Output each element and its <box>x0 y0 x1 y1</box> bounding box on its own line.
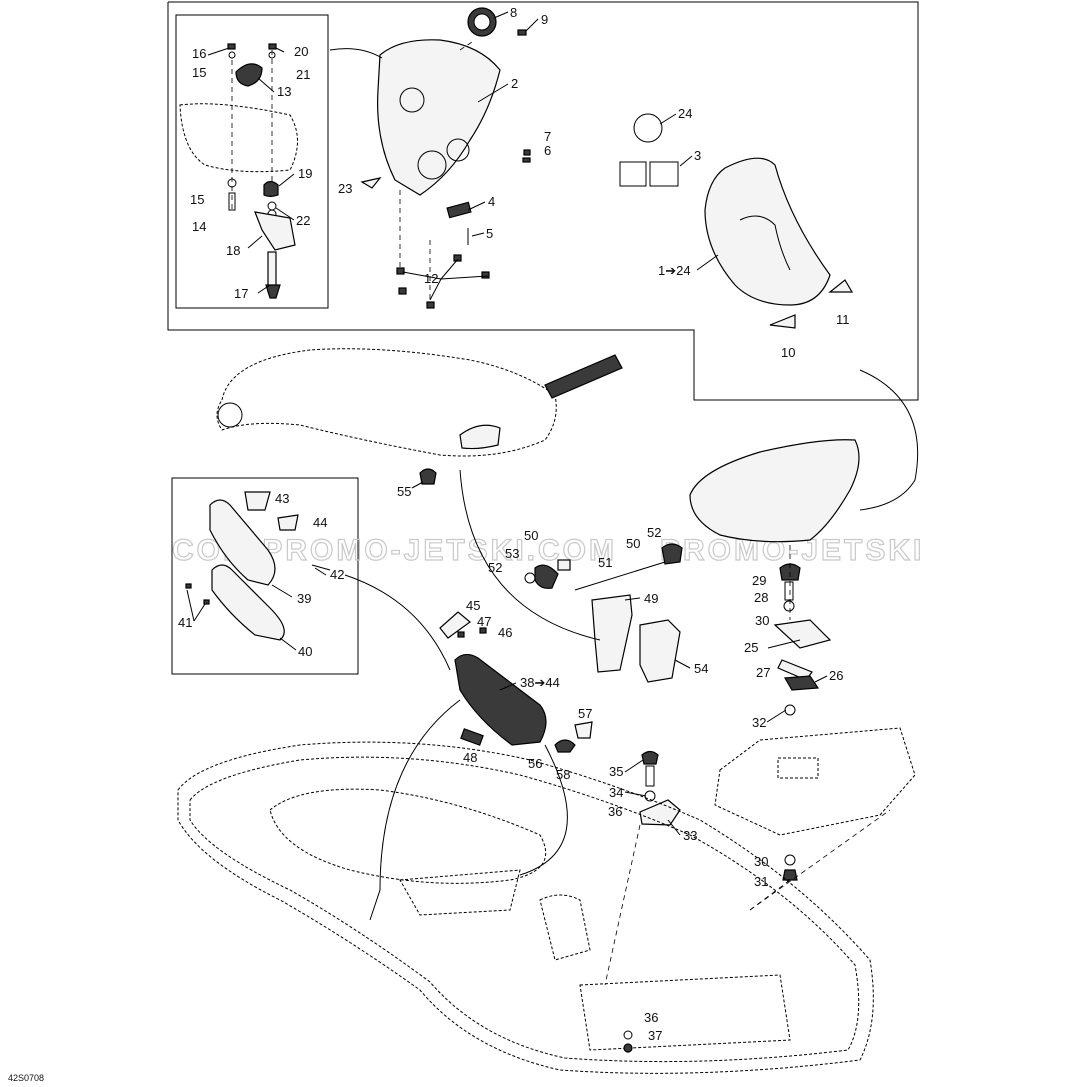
handlebar-assembly <box>216 348 623 485</box>
callout-50-left: 50 <box>524 528 538 543</box>
callout-34: 34 <box>609 785 623 800</box>
callout-24: 24 <box>678 106 692 121</box>
callout-37: 37 <box>648 1028 662 1043</box>
callout-20: 20 <box>294 44 308 59</box>
callout-36-lower: 36 <box>644 1010 658 1025</box>
callout-1-24: 1➔24 <box>658 263 691 278</box>
upper-leaders <box>231 39 490 309</box>
callout-leaders <box>186 11 828 836</box>
hull-deck <box>177 741 874 1074</box>
callout-13: 13 <box>277 84 291 99</box>
callout-50-right: 50 <box>626 536 640 551</box>
callout-22: 22 <box>296 213 310 228</box>
callout-15-bottom: 15 <box>190 192 204 207</box>
callout-31: 31 <box>754 874 768 889</box>
callout-5: 5 <box>486 226 493 241</box>
callout-23: 23 <box>338 181 352 196</box>
callout-10: 10 <box>781 345 795 360</box>
callout-8: 8 <box>510 5 517 20</box>
callout-44: 44 <box>313 515 327 530</box>
callout-54: 54 <box>694 661 708 676</box>
callout-43: 43 <box>275 491 289 506</box>
callout-3: 3 <box>694 148 701 163</box>
callout-46: 46 <box>498 625 512 640</box>
inset-steering-parts <box>179 43 298 299</box>
callout-40: 40 <box>298 644 312 659</box>
callout-51: 51 <box>598 555 612 570</box>
callout-16: 16 <box>192 46 206 61</box>
callout-36-upper: 36 <box>608 804 622 819</box>
callout-48: 48 <box>463 750 477 765</box>
callout-27: 27 <box>756 665 770 680</box>
callout-26: 26 <box>829 668 843 683</box>
callout-45: 45 <box>466 598 480 613</box>
callout-4: 4 <box>488 194 495 209</box>
callout-6: 6 <box>544 143 551 158</box>
callout-42: 42 <box>330 567 344 582</box>
callout-18: 18 <box>226 243 240 258</box>
callout-28: 28 <box>754 590 768 605</box>
callout-30-top: 30 <box>755 613 769 628</box>
callout-30-bottom: 30 <box>754 854 768 869</box>
drawing-code: 42S0708 <box>8 1073 44 1083</box>
upper-frame <box>167 1 919 675</box>
access-plate <box>714 727 916 836</box>
callout-11: 11 <box>836 312 850 327</box>
callout-7: 7 <box>544 129 551 144</box>
inset-knee-pads <box>185 491 331 641</box>
callout-39: 39 <box>297 591 311 606</box>
latch-parts <box>773 545 832 881</box>
callout-56: 56 <box>528 756 542 771</box>
bracket-parts <box>639 750 681 826</box>
callout-38-44: 38➔44 <box>520 675 560 690</box>
curved-leaders <box>329 48 891 986</box>
steering-cover-part <box>360 7 531 245</box>
rear-seat-part <box>689 369 919 543</box>
callout-17: 17 <box>234 286 248 301</box>
callout-41: 41 <box>178 615 192 630</box>
hinge-parts <box>524 543 683 683</box>
callout-32: 32 <box>752 715 766 730</box>
callout-2: 2 <box>511 76 518 91</box>
callout-52-left: 52 <box>488 560 502 575</box>
callout-35: 35 <box>609 764 623 779</box>
callout-53: 53 <box>505 546 519 561</box>
callout-58: 58 <box>556 767 570 782</box>
callout-33: 33 <box>683 828 697 843</box>
callout-14: 14 <box>192 219 206 234</box>
callout-29: 29 <box>752 573 766 588</box>
callout-57: 57 <box>578 706 592 721</box>
callout-labels: 8 9 2 7 6 4 5 12 23 16 15 20 21 13 19 15… <box>8 5 850 1083</box>
callout-19: 19 <box>298 166 312 181</box>
callout-15-top: 15 <box>192 65 206 80</box>
callout-9: 9 <box>541 12 548 27</box>
callout-47: 47 <box>477 614 491 629</box>
seat-part-upper <box>619 113 854 329</box>
callout-49: 49 <box>644 591 658 606</box>
callout-12: 12 <box>424 271 438 286</box>
callout-55: 55 <box>397 484 411 499</box>
callout-52-right: 52 <box>647 525 661 540</box>
callout-25: 25 <box>744 640 758 655</box>
callout-21: 21 <box>296 67 310 82</box>
knee-pad-part <box>439 611 593 753</box>
